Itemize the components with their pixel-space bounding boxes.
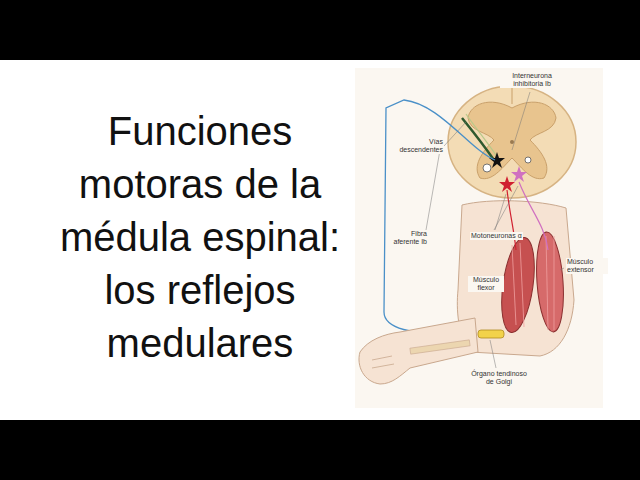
leader-line bbox=[494, 186, 518, 230]
leader-line bbox=[512, 92, 530, 150]
motoneuron bbox=[499, 176, 515, 192]
muscle-fibres bbox=[512, 236, 554, 330]
descending-tract bbox=[466, 114, 498, 158]
extensor-muscle bbox=[534, 231, 567, 333]
golgi-tendon-organ bbox=[478, 330, 504, 338]
finger-line bbox=[372, 356, 392, 360]
part-label: Músculo extensor bbox=[566, 258, 608, 274]
central-canal bbox=[510, 140, 514, 144]
synapse bbox=[483, 164, 491, 172]
leader-line bbox=[495, 194, 506, 230]
interneuron bbox=[489, 152, 505, 168]
forearm-hand bbox=[359, 318, 478, 384]
motoneuron bbox=[511, 166, 527, 182]
part-label: Músculo flexor bbox=[468, 276, 504, 292]
bone bbox=[410, 340, 470, 354]
part-label: Vías descendentes bbox=[398, 138, 444, 154]
slide-title: Funciones motoras de la médula espinal: … bbox=[40, 105, 360, 370]
illustration-ground bbox=[355, 68, 603, 408]
spinal-cord bbox=[448, 86, 576, 198]
part-label: Motoneuronas α bbox=[470, 232, 523, 240]
leader-line bbox=[444, 122, 466, 146]
median-fissure bbox=[512, 86, 513, 104]
leader-line bbox=[560, 268, 564, 270]
leader-line bbox=[426, 150, 440, 230]
motor-axon bbox=[507, 190, 516, 250]
part-label: Fibra aferente Ib bbox=[388, 230, 428, 246]
motor-axon bbox=[519, 182, 548, 250]
part-label: Interneurona inhibitoria Ib bbox=[500, 72, 564, 88]
synapse bbox=[525, 157, 531, 163]
leader-line bbox=[490, 340, 496, 368]
finger-line bbox=[372, 364, 394, 368]
part-label: Órgano tendinoso de Golgi bbox=[466, 370, 532, 386]
